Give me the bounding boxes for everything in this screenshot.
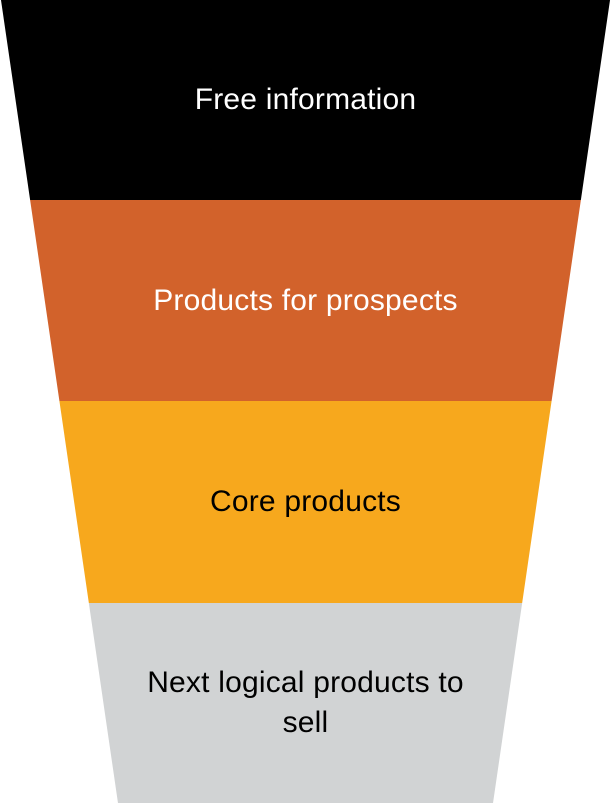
funnel-segment-label: Core products — [209, 485, 402, 519]
funnel-segment-core-products: Core products — [0, 401, 611, 603]
funnel-segment-next-logical-products: Next logical products to sell — [0, 603, 611, 803]
funnel-segment-free-information: Free information — [0, 0, 611, 200]
funnel-segment-label: Products for prospects — [153, 283, 458, 317]
funnel-segment-products-for-prospects: Products for prospects — [0, 200, 611, 401]
funnel-segment-label: Next logical products to sell — [147, 666, 464, 739]
funnel-segment-label: Free information — [194, 83, 417, 117]
